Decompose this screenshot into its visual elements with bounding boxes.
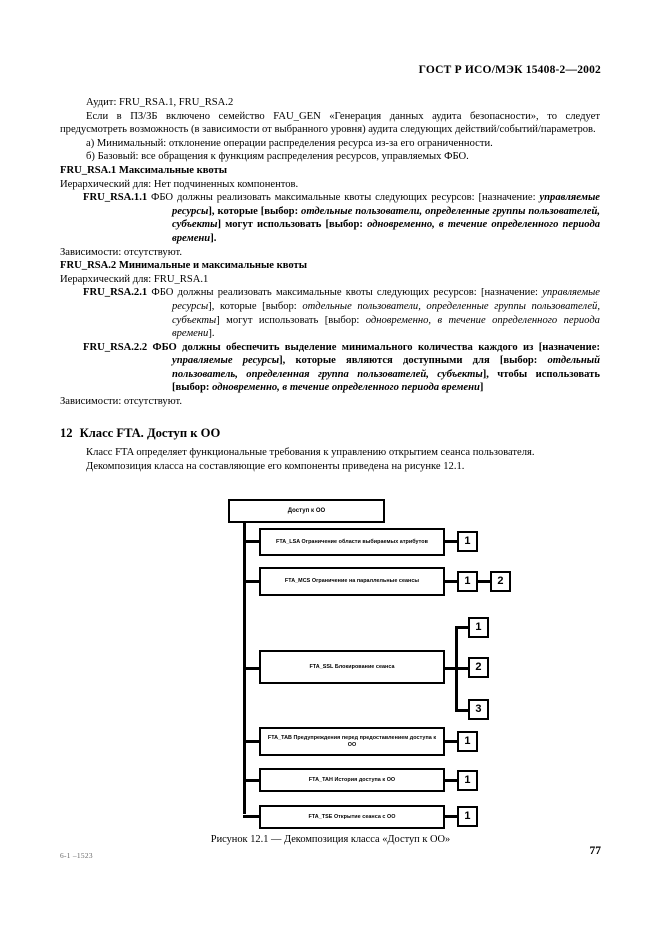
figure-node-root: Доступ к ОО <box>228 499 385 523</box>
figure-node-family-3: FTA_SSL Блокирование сеанса <box>259 650 445 684</box>
requirement-text-4: ]. <box>210 232 217 244</box>
requirement-text-3: ] могут использовать [выбор: <box>216 314 360 326</box>
figure-node-component-2-1: 1 <box>457 571 478 592</box>
section-title: Класс FTA. Доступ к ОО <box>79 425 221 440</box>
requirement-fru-rsa-1-1: FRU_RSA.1.1 ФБО должны реализовать макси… <box>60 191 600 245</box>
figure-node-family-5: FTA_TAH История доступа к ОО <box>259 768 445 792</box>
dependencies-2: Зависимости: отсутствуют. <box>60 396 182 408</box>
figure-component-line-2-2 <box>477 580 491 583</box>
requirement-id: FRU_RSA.2.2 <box>83 341 148 353</box>
pp-st-paragraph: Если в ПЗ/ЗБ включено семейство FAU_GEN … <box>60 110 600 136</box>
figure-component-line-3-1 <box>455 626 469 629</box>
figure-component-line-4-1 <box>444 740 458 743</box>
requirement-selection-1: отдельный пользователь, определенная гру… <box>172 355 600 380</box>
figure-branch-line-1 <box>243 540 260 543</box>
requirement-assignment-1: управляемые ресурсы <box>172 355 280 367</box>
requirement-text-3: ], чтобы использовать [выбор: <box>172 368 600 394</box>
audit-line: Аудит: FRU_RSA.1, FRU_RSA.2 <box>86 97 234 108</box>
figure-node-family-4: FTA_TAB Предупреждения перед предоставле… <box>259 727 445 756</box>
requirement-text-3: ] могут использовать [выбор: <box>217 219 363 231</box>
footer-page-number: 77 <box>589 845 602 857</box>
fru-rsa-1-hierarchical: Иерархический для: Нет подчиненных компо… <box>60 178 299 190</box>
figure-node-component-2-2: 2 <box>490 571 511 592</box>
fru-rsa-1-title: FRU_RSA.1 Максимальные квоты <box>60 164 227 176</box>
requirement-selection-1: отдельные пользователи, определенные гру… <box>172 300 601 326</box>
decomposition-intro-paragraph: Декомпозиция класса на составляющие его … <box>86 460 465 472</box>
audit-item-b: б) Базовый: все обращения к функциям рас… <box>86 151 469 163</box>
figure-node-component-3-1: 1 <box>468 617 489 638</box>
figure-branch-line-5 <box>243 779 260 782</box>
footer-signature: 6-1 –1523 <box>60 851 93 860</box>
requirement-text-4: ]. <box>208 328 215 340</box>
figure-caption: Рисунок 12.1 — Декомпозиция класса «Дост… <box>210 834 451 845</box>
figure-12-1: Доступ к ОО FTA_LSA Ограничение области … <box>0 495 661 840</box>
requirement-fru-rsa-2-2: FRU_RSA.2.2 ФБО должны обеспечить выделе… <box>60 341 600 395</box>
section-heading: 12 Класс FTA. Доступ к ОО <box>60 409 600 447</box>
figure-node-component-5-1: 1 <box>457 770 478 791</box>
requirement-selection-1: отдельные пользователи, определенные гру… <box>172 205 600 231</box>
section-number: 12 <box>60 425 73 440</box>
figure-branch-line-4 <box>243 740 260 743</box>
requirement-text-2: ], которые [выбор: <box>208 300 297 312</box>
figure-node-family-1: FTA_LSA Ограничение области выбираемых а… <box>259 528 445 556</box>
requirement-assignment-1: управляемые ресурсы <box>172 287 600 312</box>
requirement-text-4: ] <box>479 382 484 394</box>
figure-node-family-6: FTA_TSE Открытие сеанса с ОО <box>259 805 445 829</box>
figure-component-line-6-1 <box>444 815 458 818</box>
requirement-id: FRU_RSA.2.1 <box>83 287 148 299</box>
requirement-fru-rsa-2-1: FRU_RSA.2.1 ФБО должны реализовать макси… <box>60 286 600 340</box>
requirement-text-2: ], которые [выбор: <box>208 205 299 217</box>
requirement-assignment-1: управляемые ресурсы <box>172 192 600 217</box>
requirement-text-1: ФБО должны реализовать максимальные квот… <box>151 192 536 204</box>
fru-rsa-2-hierarchical: Иерархический для: FRU_RSA.1 <box>60 273 209 285</box>
figure-component-line-2-1 <box>444 580 458 583</box>
requirement-text-1: ФБО должны реализовать максимальные квот… <box>151 287 538 299</box>
figure-branch-line-6 <box>243 815 260 818</box>
figure-node-component-6-1: 1 <box>457 806 478 827</box>
requirement-selection-2: одновременно, в течение определенного пе… <box>172 219 601 244</box>
document-body-column: Аудит: FRU_RSA.1, FRU_RSA.2 Если в ПЗ/ЗБ… <box>60 96 600 473</box>
figure-node-component-3-3: 3 <box>468 699 489 720</box>
figure-branch-line-3 <box>243 667 260 670</box>
figure-canvas: Доступ к ОО FTA_LSA Ограничение области … <box>0 495 661 840</box>
document-standard-header: ГОСТ Р ИСО/МЭК 15408-2—2002 <box>418 64 601 76</box>
requirement-text-1: ФБО должны обеспечить выделение минималь… <box>152 341 600 353</box>
audit-item-a: а) Минимальный: отклонение операции расп… <box>86 137 493 149</box>
requirement-text-2: ], которые являются доступными для [выбо… <box>279 355 538 367</box>
figure-component-line-5-1 <box>444 779 458 782</box>
figure-component-line-3-stub <box>444 667 458 670</box>
figure-component-line-3-2 <box>455 667 469 670</box>
figure-branch-line-2 <box>243 580 260 583</box>
figure-node-component-1-1: 1 <box>457 531 478 552</box>
requirement-id: FRU_RSA.1.1 <box>83 192 148 204</box>
figure-component-line-1-1 <box>444 540 458 543</box>
figure-node-component-4-1: 1 <box>457 731 478 752</box>
fru-rsa-2-title: FRU_RSA.2 Минимальные и максимальные кво… <box>60 260 307 272</box>
requirement-selection-2: одновременно, в течение определенного пе… <box>172 314 600 340</box>
figure-node-family-2: FTA_MCS Ограничение на параллельные сеан… <box>259 567 445 596</box>
figure-component-line-3-3 <box>455 709 469 712</box>
dependencies-1: Зависимости: отсутствуют. <box>60 246 182 258</box>
requirement-selection-2: одновременно, в течение определенного пе… <box>212 382 480 394</box>
figure-node-component-3-2: 2 <box>468 657 489 678</box>
class-intro-paragraph: Класс FTA определяет функциональные треб… <box>86 447 535 459</box>
